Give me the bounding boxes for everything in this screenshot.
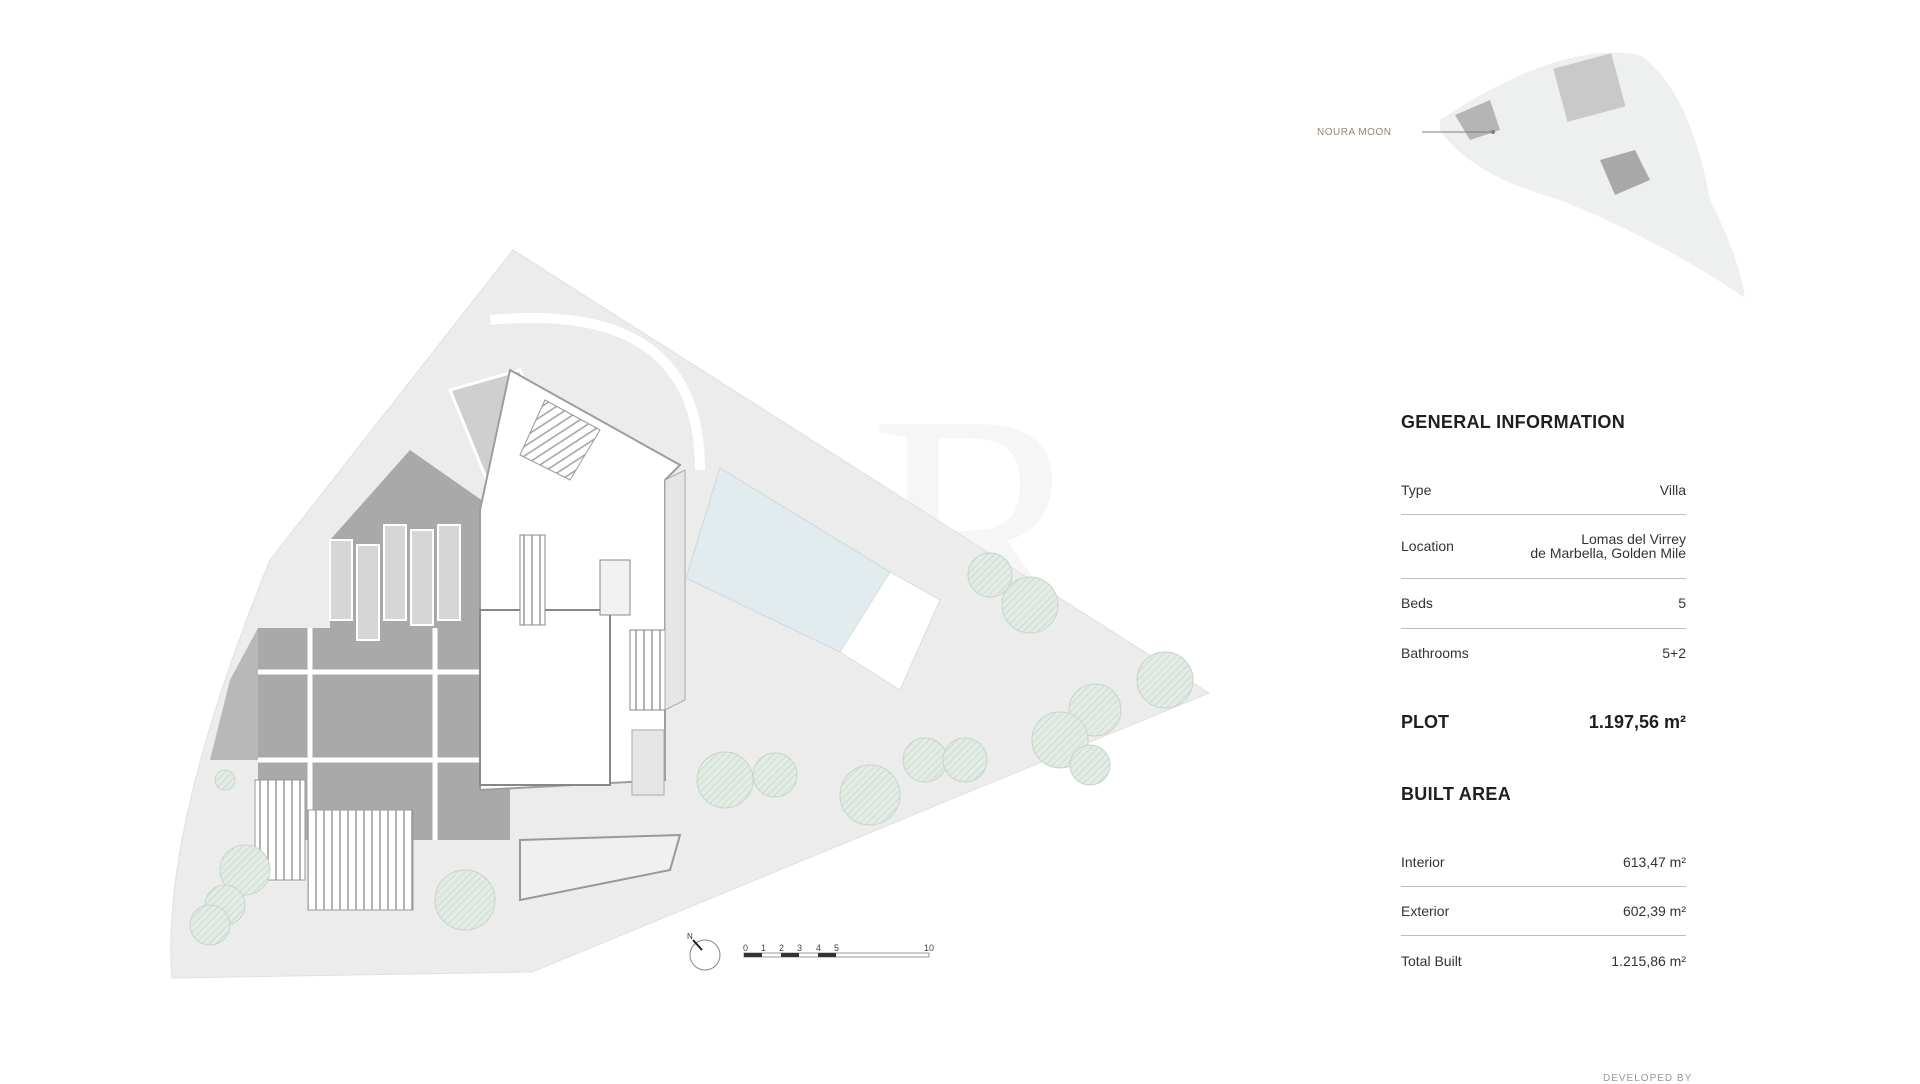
plot-label: PLOT bbox=[1401, 712, 1449, 732]
pergola bbox=[307, 809, 414, 911]
garden-strip bbox=[210, 628, 258, 760]
north-label: N bbox=[687, 932, 693, 941]
row-value: Villa bbox=[1659, 482, 1686, 498]
built-row-exterior: Exterior 602,39 m² bbox=[1401, 903, 1686, 919]
key-plan-map bbox=[1440, 52, 1745, 298]
divider bbox=[1401, 935, 1686, 936]
plot-row: PLOT 1.197,56 m² bbox=[1401, 712, 1686, 733]
divider bbox=[1401, 514, 1686, 515]
north-arrow-icon bbox=[689, 939, 721, 971]
row-label: Exterior bbox=[1401, 903, 1450, 919]
driveway-curve bbox=[489, 312, 705, 471]
built-row-interior: Interior 613,47 m² bbox=[1401, 854, 1686, 870]
built-area-title: BUILT AREA bbox=[1401, 784, 1511, 804]
trees bbox=[189, 552, 1194, 946]
scale-tick: 1 bbox=[761, 943, 767, 953]
row-label: Beds bbox=[1401, 595, 1433, 611]
location-line-2: de Marbella, Golden Mile bbox=[1530, 545, 1686, 561]
key-plan-label: NOURA MOON bbox=[1317, 127, 1392, 138]
scale-tick: 10 bbox=[924, 943, 935, 953]
row-value: 602,39 m² bbox=[1622, 903, 1686, 919]
built-row-total: Total Built 1.215,86 m² bbox=[1401, 953, 1686, 969]
developer-label: DEVELOPED BY bbox=[1603, 1073, 1693, 1084]
row-label: Type bbox=[1401, 482, 1432, 498]
divider bbox=[1401, 886, 1686, 887]
info-row-type: Type Villa bbox=[1401, 482, 1686, 498]
plot-value: 1.197,56 m² bbox=[1588, 712, 1686, 732]
location-line-1: Lomas del Virrey bbox=[1581, 531, 1686, 547]
scale-tick: 4 bbox=[816, 943, 822, 953]
row-label: Bathrooms bbox=[1401, 645, 1469, 661]
info-row-bathrooms: Bathrooms 5+2 bbox=[1401, 645, 1686, 661]
row-label: Interior bbox=[1401, 854, 1445, 870]
scale-tick: 0 bbox=[743, 943, 749, 953]
general-information-title: GENERAL INFORMATION bbox=[1401, 412, 1626, 432]
row-value: 5+2 bbox=[1662, 645, 1686, 661]
scale-tick: 3 bbox=[797, 943, 803, 953]
divider bbox=[1401, 578, 1686, 579]
row-label: Total Built bbox=[1401, 953, 1462, 969]
scale-bar bbox=[743, 952, 930, 958]
row-value: 5 bbox=[1678, 595, 1686, 611]
divider bbox=[1401, 628, 1686, 629]
row-value: 1.215,86 m² bbox=[1611, 953, 1686, 969]
row-label: Location bbox=[1401, 538, 1454, 554]
scale-tick: 2 bbox=[779, 943, 785, 953]
scale-tick: 5 bbox=[834, 943, 840, 953]
info-row-beds: Beds 5 bbox=[1401, 595, 1686, 611]
row-value: 613,47 m² bbox=[1622, 854, 1686, 870]
